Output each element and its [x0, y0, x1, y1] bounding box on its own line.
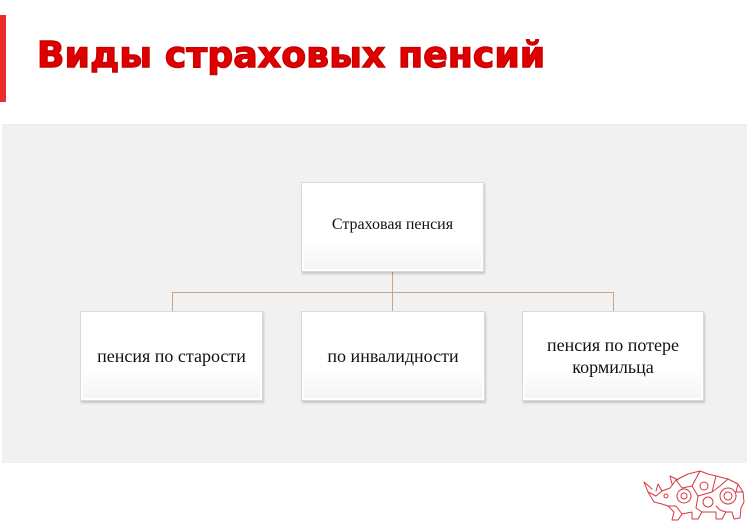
connector-root-down: [392, 272, 393, 293]
diagram-panel: [2, 124, 747, 463]
diagram-node-disability-pension: по инвалидности: [301, 311, 485, 401]
diagram-node-survivor-pension: пенсия по потере кормильца: [522, 311, 704, 401]
rhino-logo-icon: [643, 470, 745, 521]
connector-middle-down: [392, 292, 393, 311]
connector-right-down: [613, 292, 614, 311]
slide-title: Виды страховых пенсий: [36, 34, 546, 76]
diagram-node-root: Страховая пенсия: [301, 182, 484, 272]
connector-horizontal: [172, 292, 614, 293]
node-label: пенсия по потере кормильца: [546, 335, 680, 377]
node-label: пенсия по старости: [97, 346, 246, 366]
node-label: Страховая пенсия: [331, 216, 454, 233]
connector-left-down: [172, 292, 173, 311]
diagram-node-old-age-pension: пенсия по старости: [80, 311, 263, 401]
title-accent-bar: [0, 15, 6, 102]
node-label: по инвалидности: [327, 346, 459, 366]
